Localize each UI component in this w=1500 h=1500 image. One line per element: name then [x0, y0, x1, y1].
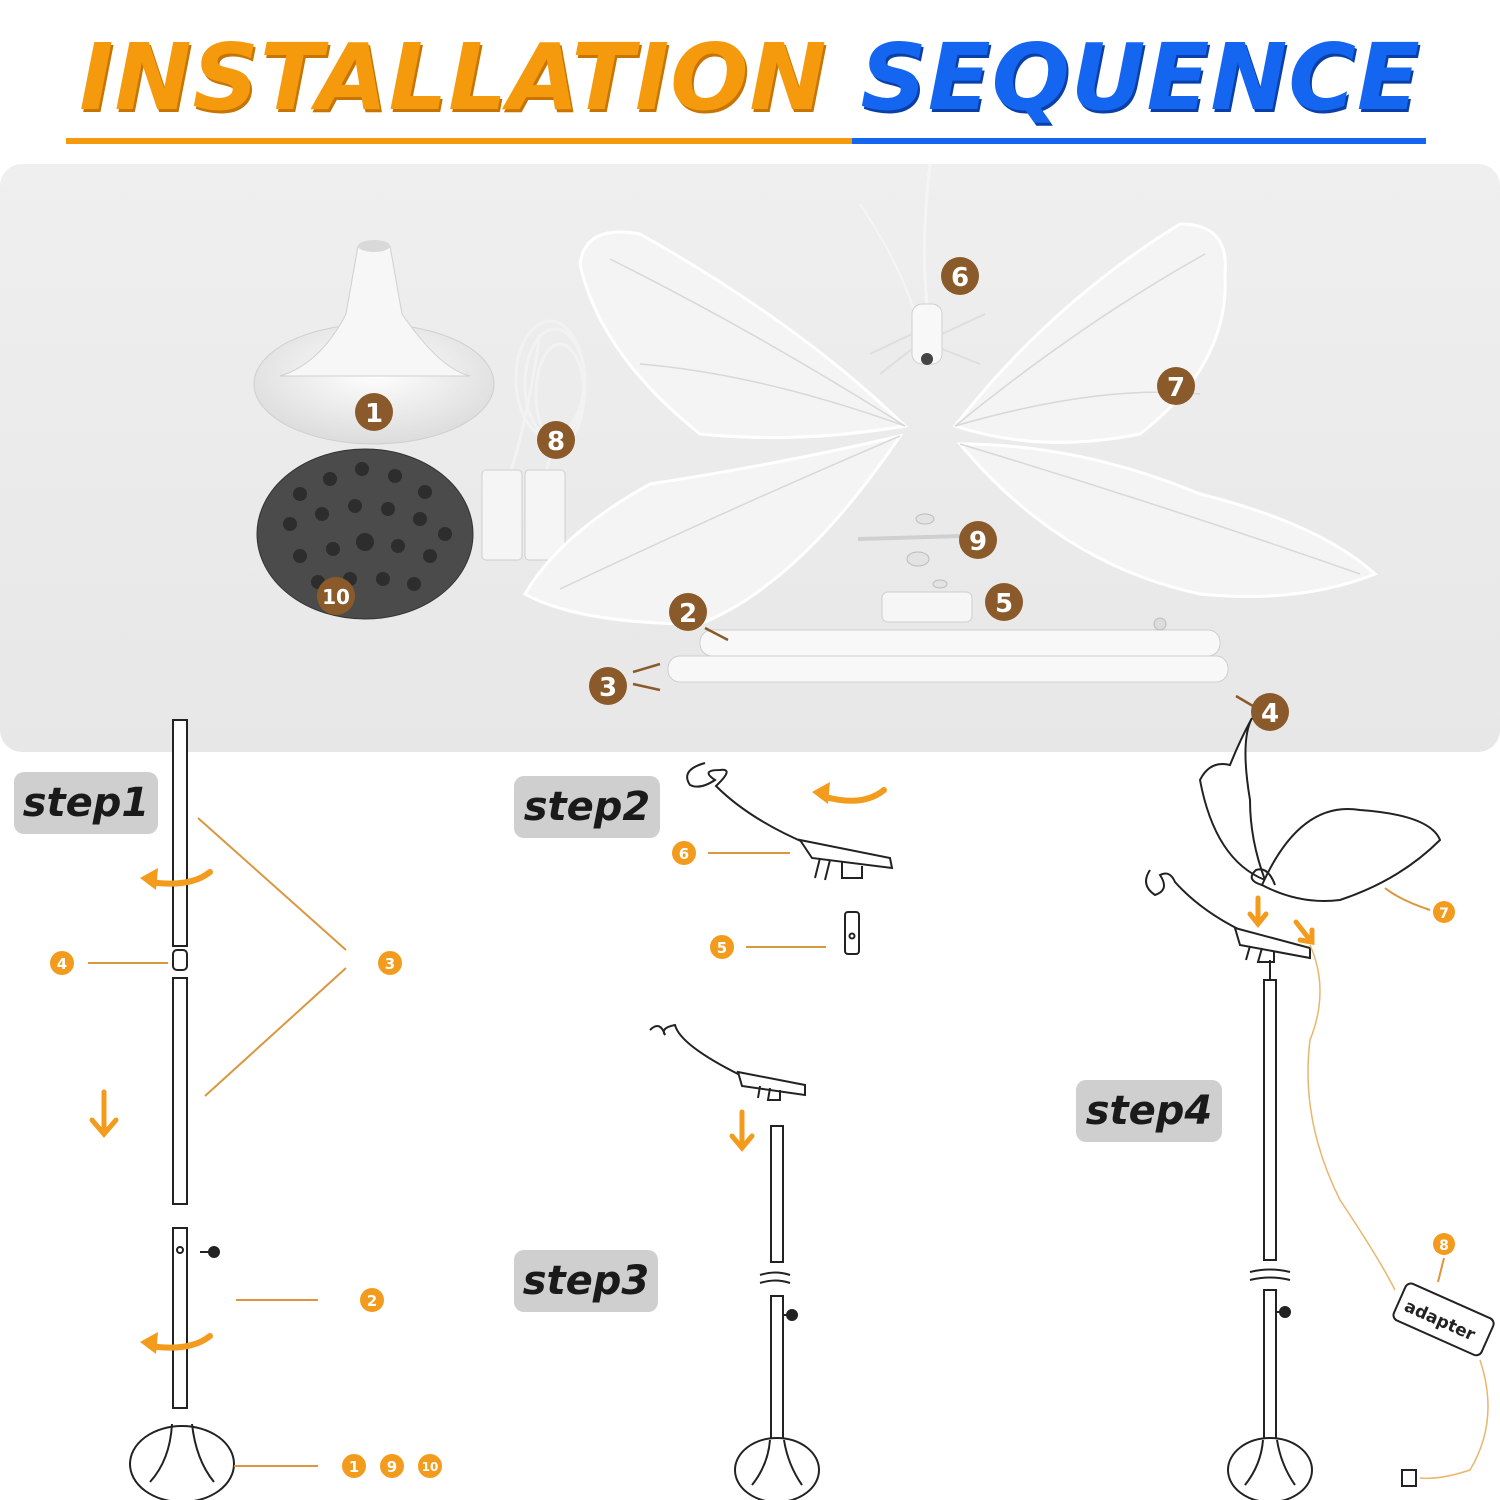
title-word-installation: INSTALLATION — [79, 24, 828, 131]
step1-callout-3: 3 — [378, 951, 402, 975]
photo-badge-label: 2 — [679, 599, 697, 629]
step4-callout-7: 7 — [1433, 901, 1455, 923]
svg-text:1: 1 — [349, 1458, 359, 1476]
step4-label: step4 — [1076, 1080, 1222, 1142]
photo-badge-2: 2 — [669, 593, 707, 631]
title-word-sequence: SEQUENCE — [860, 24, 1421, 131]
part-screw-rod — [857, 534, 963, 541]
step1-callout-9: 9 — [380, 1454, 404, 1478]
photo-badge-label: 6 — [951, 263, 969, 293]
parts-photo-panel: 1 2 3 4 5 6 7 8 9 10 — [0, 164, 1500, 752]
svg-text:6: 6 — [679, 845, 689, 863]
photo-badge-9: 9 — [959, 521, 997, 559]
photo-badge-5: 5 — [985, 583, 1023, 621]
svg-text:4: 4 — [57, 955, 67, 973]
photo-badge-label: 7 — [1167, 373, 1185, 403]
title-underline-orange — [66, 138, 852, 144]
photo-badge-label: 10 — [322, 585, 350, 609]
part-butterfly-body — [859, 164, 986, 375]
part-base-cone — [253, 240, 495, 445]
step2-label: step2 — [514, 776, 660, 838]
photo-badge-7: 7 — [1157, 367, 1195, 405]
part-connector — [881, 591, 973, 623]
photo-badge-label: 5 — [995, 589, 1013, 619]
svg-text:3: 3 — [385, 955, 395, 973]
part-washer — [906, 551, 930, 567]
part-washer-small — [915, 513, 935, 525]
step2-callout-6: 6 — [672, 841, 696, 865]
photo-badge-6: 6 — [941, 257, 979, 295]
rotation-arrows — [147, 787, 887, 1351]
step4-diagram — [1145, 717, 1495, 1500]
step1-label: step1 — [14, 772, 158, 834]
photo-badge-label: 1 — [365, 399, 383, 429]
photo-badge-label: 4 — [1261, 699, 1279, 729]
title-underline-blue — [852, 138, 1426, 144]
step1-callout-2: 2 — [360, 1288, 384, 1312]
step2-callout-5: 5 — [710, 935, 734, 959]
callout-leader-lines — [88, 817, 1445, 1467]
svg-text:10: 10 — [422, 1460, 439, 1474]
svg-text:2: 2 — [367, 1292, 377, 1310]
page-title: INSTALLATION SEQUENCE — [0, 18, 1500, 138]
step4-callout-8: 8 — [1433, 1233, 1455, 1255]
svg-text:5: 5 — [717, 939, 727, 957]
step2-diagram — [686, 762, 894, 955]
photo-badge-10: 10 — [317, 577, 355, 615]
photo-badges: 1 2 3 4 5 6 7 8 9 10 — [317, 257, 1289, 731]
svg-text:8: 8 — [1439, 1238, 1449, 1254]
photo-badge-1: 1 — [355, 393, 393, 431]
photo-badge-3: 3 — [589, 667, 627, 705]
adapter-box-2 — [524, 469, 566, 561]
part-nut — [932, 579, 948, 589]
svg-text:7: 7 — [1439, 906, 1449, 922]
parts-photo-illustration: 1 2 3 4 5 6 7 8 9 10 — [253, 164, 1378, 731]
photo-badge-label: 3 — [599, 673, 617, 703]
adapter-box-1 — [481, 469, 523, 561]
step3-label: step3 — [514, 1250, 658, 1312]
photo-badge-label: 8 — [547, 427, 565, 457]
step3-diagram — [649, 1023, 820, 1500]
photo-badge-4: 4 — [1251, 693, 1289, 731]
part-pole-knob — [1153, 617, 1167, 631]
photo-badge-label: 9 — [969, 527, 987, 557]
step4-cable — [1307, 944, 1489, 1480]
step1-callout-10: 10 — [418, 1454, 442, 1478]
step1-diagram — [129, 719, 235, 1500]
part-pole-lower — [667, 655, 1229, 683]
down-arrows — [89, 895, 1315, 1152]
photo-badge-8: 8 — [537, 421, 575, 459]
step1-callout-1: 1 — [342, 1454, 366, 1478]
part-weight-plate — [256, 448, 474, 620]
step1-callout-4: 4 — [50, 951, 74, 975]
svg-text:9: 9 — [387, 1458, 397, 1476]
rotation-arrowheads — [140, 782, 830, 1354]
